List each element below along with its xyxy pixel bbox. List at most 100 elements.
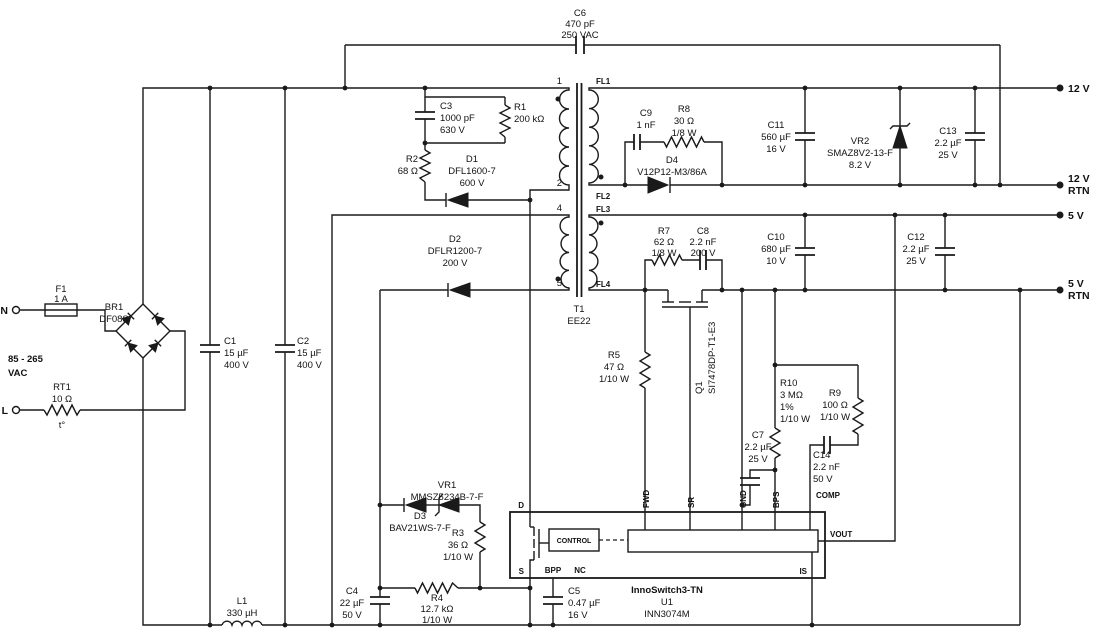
r5-symbol [638, 351, 652, 389]
vr2-part: SMAZ8V2-13-F [827, 148, 893, 159]
d1-part: DFL1600-7 [448, 166, 496, 177]
c11-voltage: 16 V [766, 144, 786, 155]
d2-label: D2 [449, 234, 461, 245]
junction-dots [207, 85, 1023, 628]
r1-symbol [498, 104, 512, 138]
c12-voltage: 25 V [906, 256, 926, 267]
r8-power: 1/8 W [672, 128, 697, 139]
r7-power: 1/8 W [652, 248, 677, 259]
component-d2: D2 DFLR1200-7 200 V [380, 234, 566, 298]
output-5v: R7 62 Ω 1/8 W C8 2.2 nF 200 V C10 680 µF… [651, 215, 955, 530]
terminal-5v-rtn-label2: RTN [1068, 290, 1090, 302]
c4-voltage: 50 V [342, 610, 362, 621]
r8-symbol [663, 135, 705, 149]
pin-1-label: 1 [557, 76, 562, 87]
terminal-12v-label: 12 V [1068, 83, 1090, 95]
l1-symbol [221, 620, 263, 628]
c13-value: 2.2 µF [934, 138, 961, 149]
r5-power: 1/10 W [599, 374, 629, 385]
component-c6: C6 470 pF 250 VAC [561, 8, 599, 54]
d1-symbol [446, 192, 469, 208]
feedback-network: R5 47 Ω 1/10 W R10 3 MΩ 1% 1/10 W C7 2.2… [599, 350, 865, 486]
r10-symbol [768, 427, 782, 459]
pin-2-label: 2 [557, 178, 562, 189]
c8-voltage: 200 V [691, 248, 716, 259]
terminal-l-circle [11, 405, 21, 415]
vac-range-label: 85 - 265 [8, 354, 44, 365]
output-terminals: 12 V 12 V RTN 5 V 5 V RTN [1056, 83, 1090, 302]
r10-tolerance: 1% [780, 402, 794, 413]
c5-voltage: 16 V [568, 610, 588, 621]
c1-voltage: 400 V [224, 360, 249, 371]
r9-label: R9 [829, 388, 841, 399]
c5-value: 0.47 µF [568, 598, 601, 609]
r1-value: 200 kΩ [514, 114, 544, 125]
terminal-5v-rtn-label: 5 V [1068, 278, 1084, 290]
c7-label: C7 [752, 430, 764, 441]
r2-label: R2 [406, 154, 418, 165]
terminal-l-label: L [2, 405, 9, 417]
rt1-value: 10 Ω [52, 394, 72, 405]
pin-is-label: IS [799, 567, 807, 576]
r2-symbol [418, 149, 432, 183]
c8-value: 2.2 nF [690, 237, 717, 248]
c8-label: C8 [697, 226, 709, 237]
transformer-t1: 1 2 4 5 FL1 FL2 FL3 FL4 T1 EE22 [555, 76, 611, 327]
c3-value: 1000 pF [440, 113, 475, 124]
d4-label: D4 [666, 155, 678, 166]
c9-value: 1 nF [636, 120, 655, 131]
r9-power: 1/10 W [820, 412, 850, 423]
c2-voltage: 400 V [297, 360, 322, 371]
c12-value: 2.2 µF [902, 244, 929, 255]
d1-voltage: 600 V [460, 178, 485, 189]
c10-voltage: 10 V [766, 256, 786, 267]
c12-label: C12 [907, 232, 924, 243]
c6-value: 470 pF [565, 19, 595, 30]
vr1-label: VR1 [438, 480, 456, 491]
d4-part: V12P12-M3/86A [637, 167, 707, 178]
ic-ref-label: U1 [661, 597, 673, 608]
r4-symbol [414, 581, 459, 595]
c3-label: C3 [440, 101, 452, 112]
pin-nc-label: NC [574, 566, 586, 575]
d2-part: DFLR1200-7 [428, 246, 482, 257]
t1-core-label: EE22 [567, 316, 590, 327]
c9-label: C9 [640, 108, 652, 119]
r7-value: 62 Ω [654, 237, 674, 248]
c13-label: C13 [939, 126, 956, 137]
ic-name-label: InnoSwitch3-TN [631, 585, 703, 596]
r8-label: R8 [678, 104, 690, 115]
c4-value: 22 µF [340, 598, 365, 609]
r10-power: 1/10 W [780, 414, 810, 425]
q1-part: SI7478DP-T1-E3 [707, 322, 718, 394]
rt1-t-label: t° [59, 420, 66, 431]
c1-label: C1 [224, 336, 236, 347]
c5-label: C5 [568, 586, 580, 597]
c4-label: C4 [346, 586, 358, 597]
f1-label: F1 [55, 284, 66, 295]
br1-label: BR1 [105, 302, 123, 313]
terminal-n-label: N [0, 305, 8, 317]
phase-dot [598, 220, 604, 226]
phase-dot [598, 174, 604, 180]
r9-value: 100 Ω [822, 400, 848, 411]
pin-comp-label: COMP [816, 491, 841, 500]
c6-label: C6 [574, 8, 586, 19]
c14-value: 2.2 nF [813, 462, 840, 473]
vr1-part: MMSZ5234B-7-F [411, 492, 484, 503]
r1-label: R1 [514, 102, 526, 113]
bridge-symbol [115, 303, 171, 359]
pin-strip [627, 529, 819, 553]
l1-value: 330 µH [227, 608, 258, 619]
c7-voltage: 25 V [748, 454, 768, 465]
bulk-filter: C1 15 µF 400 V C2 15 µF 400 V L1 330 µH [200, 88, 322, 628]
pin-d-label: D [518, 501, 524, 510]
pin-4-label: 4 [557, 203, 562, 214]
r10-label: R10 [780, 378, 797, 389]
d1-label: D1 [466, 154, 478, 165]
c2-value: 15 µF [297, 348, 322, 359]
d3-part: BAV21WS-7-F [389, 523, 451, 534]
pin-5-label: 5 [557, 278, 562, 289]
r7-label: R7 [658, 226, 670, 237]
pin-sr-label: SR [687, 497, 696, 508]
